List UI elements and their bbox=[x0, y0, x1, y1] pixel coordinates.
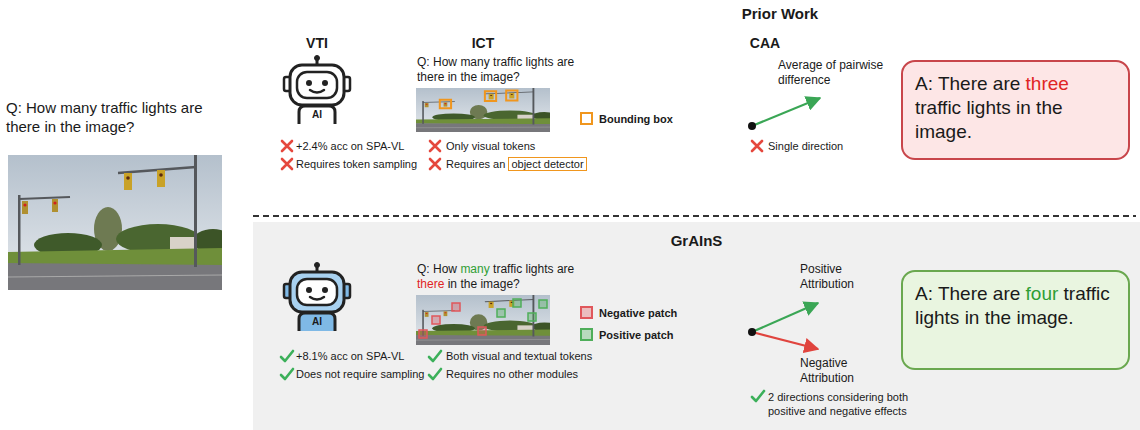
highlight-word: four bbox=[1026, 283, 1059, 304]
drawback-text: Only visual tokens bbox=[446, 139, 535, 153]
attribution-patches-part bbox=[539, 300, 547, 308]
robot-icon-part bbox=[310, 90, 324, 93]
answer-text: A: There are three traffic lights in the… bbox=[915, 72, 1116, 144]
input-photo-part bbox=[8, 155, 233, 290]
legend-swatch bbox=[580, 328, 593, 341]
robot-icon-part bbox=[322, 80, 328, 86]
question-text: Q: How many traffic lights are there in … bbox=[417, 262, 582, 292]
check-marks-part bbox=[752, 391, 764, 401]
robot-icon-part bbox=[297, 279, 337, 305]
direction-arrows-part bbox=[752, 332, 818, 349]
method-name: VTI bbox=[290, 34, 344, 52]
arrow-label: Positive Attribution bbox=[800, 262, 880, 292]
robot-icon-part bbox=[306, 80, 312, 86]
robot-icon bbox=[284, 263, 350, 332]
bounding-boxes-part bbox=[440, 100, 451, 108]
direction-arrows-part bbox=[748, 328, 756, 336]
drawback-text: Requires an object detector bbox=[446, 157, 587, 171]
legend-swatch bbox=[580, 306, 593, 319]
dashed-separator bbox=[253, 215, 1136, 217]
attribution-patches-part bbox=[528, 313, 536, 321]
legend-item: Positive patch bbox=[580, 328, 674, 341]
robot-icon bbox=[284, 56, 350, 125]
drawback-text: +2.4% acc on SPA-VL bbox=[296, 139, 404, 153]
attribution-patches-part bbox=[497, 309, 505, 317]
advantage-text: Both visual and textual tokens bbox=[446, 349, 592, 363]
direction-arrows-part bbox=[748, 122, 756, 130]
highlight-box: object detector bbox=[508, 157, 586, 171]
robot-icon-part bbox=[315, 56, 320, 61]
highlight-word: there bbox=[417, 277, 444, 291]
cross-marks-part bbox=[430, 141, 440, 151]
bounding-boxes-part bbox=[485, 91, 496, 101]
cross-marks-part bbox=[282, 141, 292, 151]
grains-photo bbox=[416, 295, 557, 345]
answer-box: A: There are three traffic lights in the… bbox=[901, 60, 1130, 160]
ict-photo bbox=[416, 88, 557, 132]
answer-box: A: There are four traffic lights in the … bbox=[901, 270, 1130, 370]
check-marks-part bbox=[281, 369, 293, 379]
question-text: Q: How many traffic lights are there in … bbox=[417, 55, 582, 85]
method-name: ICT bbox=[433, 34, 533, 52]
robot-icon-part bbox=[306, 287, 312, 293]
robot-text: AI bbox=[301, 108, 333, 121]
attribution-patches-part bbox=[419, 330, 427, 338]
direction-arrows bbox=[748, 98, 820, 349]
highlight-word: three bbox=[1026, 73, 1069, 94]
attribution-patches-part bbox=[513, 299, 521, 307]
advantage-text: Requires no other modules bbox=[446, 367, 578, 381]
cross-marks-part bbox=[430, 159, 440, 169]
legend-text: Bounding box bbox=[599, 113, 673, 125]
highlight-word: many bbox=[460, 262, 489, 276]
arrow-label: Negative Attribution bbox=[800, 356, 880, 386]
advantage-text: +8.1% acc on SPA-VL bbox=[296, 349, 404, 363]
drawback-text: Single direction bbox=[768, 139, 843, 153]
legend-swatch bbox=[580, 112, 593, 125]
robot-icon-part bbox=[290, 65, 344, 105]
legend-item: Negative patch bbox=[580, 306, 677, 319]
robot-icon-part bbox=[299, 313, 335, 331]
bounding-boxes bbox=[440, 91, 518, 109]
robot-icon-part bbox=[297, 72, 337, 98]
cross-marks-part bbox=[752, 141, 762, 151]
direction-arrows-part bbox=[752, 303, 818, 332]
method-name: CAA bbox=[715, 34, 815, 52]
input-photo bbox=[8, 155, 233, 290]
cross-marks-part bbox=[282, 159, 292, 169]
drawback-text: Requires token sampling bbox=[296, 157, 417, 171]
robot-icon-part bbox=[322, 287, 328, 293]
advantage-text: Does not require sampling bbox=[296, 367, 424, 381]
check-marks-part bbox=[281, 351, 293, 361]
ict-photo-part bbox=[416, 88, 557, 132]
question-text: Q: How many traffic lights are there in … bbox=[6, 98, 234, 136]
method-panel: GrAInS A: There are four traffic lights i… bbox=[253, 222, 1140, 430]
attribution-patches bbox=[419, 299, 547, 338]
check-marks-part bbox=[429, 351, 441, 361]
robot-icon-part bbox=[290, 272, 344, 312]
section-title: Prior Work bbox=[680, 4, 880, 23]
grains-photo-part bbox=[416, 295, 557, 345]
attribution-patches-part bbox=[432, 316, 440, 324]
robot-icon-part bbox=[310, 297, 324, 300]
robot-icon-part bbox=[299, 106, 335, 124]
legend-text: Negative patch bbox=[599, 307, 677, 319]
answer-text: A: There are four traffic lights in the … bbox=[915, 282, 1116, 330]
attribution-patches-part bbox=[478, 327, 486, 335]
check-marks-part bbox=[429, 369, 441, 379]
robot-icon-part bbox=[315, 263, 320, 268]
arrow-label: Average of pairwise difference bbox=[778, 58, 893, 88]
direction-arrows-part bbox=[752, 98, 820, 126]
attribution-patches-part bbox=[452, 303, 460, 311]
robot-text: AI bbox=[301, 315, 333, 328]
panel-heading: GrAInS bbox=[253, 231, 1140, 250]
legend-item: Bounding box bbox=[580, 112, 673, 125]
legend-text: Positive patch bbox=[599, 329, 674, 341]
bounding-boxes-part bbox=[506, 91, 517, 101]
panel-ground bbox=[253, 222, 1140, 430]
advantage-text: 2 directions considering both positive a… bbox=[768, 390, 913, 418]
